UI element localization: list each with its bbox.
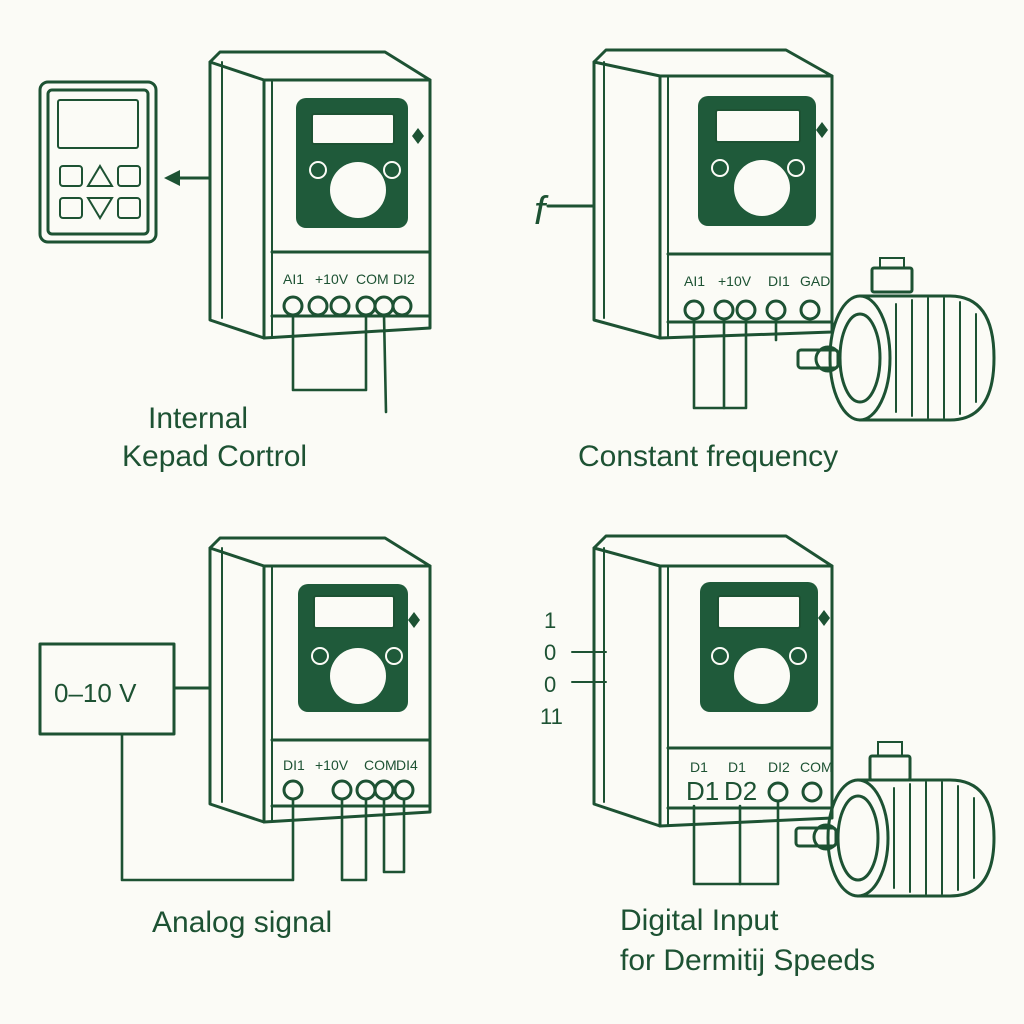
panel-digital-input: 1 0 0 11 D1 D1 DI2 COM D1 D2: [540, 534, 996, 977]
keypad-key-icon: [117, 165, 141, 187]
binary-value: 0: [544, 672, 556, 697]
terminal-label: DI4: [396, 757, 418, 773]
vfd-drive: [592, 534, 834, 828]
keypad-key-icon: [117, 197, 141, 219]
binary-value: 0: [544, 640, 556, 665]
terminal-label: DI1: [283, 757, 305, 773]
vfd-drive: [208, 536, 432, 824]
frequency-symbol: f: [534, 189, 549, 233]
arrow-left-icon: [164, 170, 180, 186]
terminal-label: D1: [728, 759, 746, 775]
caption-line-1: Digital Input: [620, 904, 779, 937]
terminal-block: [282, 779, 415, 801]
terminal-label: D1: [690, 759, 708, 775]
terminal-label: DI2: [768, 759, 790, 775]
terminal-block: [282, 295, 413, 317]
binary-value: 11: [540, 704, 563, 729]
terminal-label: D1: [686, 776, 719, 806]
terminal-block: [683, 299, 821, 321]
terminal-label: DI1: [768, 273, 790, 289]
panel-constant-frequency: f AI1 +10V DI1 GAD: [534, 48, 996, 473]
terminal-label: GAD: [800, 273, 830, 289]
terminal-block: [767, 781, 823, 803]
wire: [340, 797, 368, 882]
caption: Analog signal: [152, 906, 332, 939]
input-lines: [571, 651, 607, 683]
terminal-label: COM: [356, 271, 389, 287]
vfd-drive: [208, 50, 432, 340]
terminal-label: COM: [364, 757, 397, 773]
terminal-label: +10V: [718, 273, 752, 289]
vfd-drive: [592, 48, 834, 340]
wire: [738, 799, 780, 886]
terminal-label: +10V: [315, 757, 349, 773]
terminal-label: D2: [724, 776, 757, 806]
caption-line-2: for Dermitij Speeds: [620, 944, 875, 977]
wire: [382, 313, 388, 414]
wire: [382, 797, 406, 874]
wire: [291, 313, 368, 392]
wire: [692, 804, 742, 886]
keypad-key-icon: [59, 197, 83, 219]
terminal-label: DI2: [393, 271, 415, 287]
motor-icon: [794, 741, 996, 898]
panel-internal-keypad: AI1 +10V COM DI2 Internal Kepad Cortrol: [38, 50, 432, 473]
external-keypad: [38, 80, 158, 244]
motor-icon: [796, 257, 996, 422]
wire: [120, 732, 295, 882]
terminal-label: +10V: [315, 271, 349, 287]
terminal-label: COM: [800, 759, 833, 775]
down-arrow-icon: [86, 197, 114, 220]
caption: Constant frequency: [578, 440, 838, 473]
up-arrow-icon: [86, 164, 114, 187]
terminal-label: AI1: [283, 271, 304, 287]
caption-line-1: Internal: [148, 402, 248, 435]
panel-analog-signal: 0–10 V DI1 +10V COM DI4: [38, 536, 432, 939]
keypad-key-icon: [59, 165, 83, 187]
caption-line-2: Kepad Cortrol: [122, 440, 307, 473]
terminal-label: AI1: [684, 273, 705, 289]
wire: [692, 317, 748, 410]
binary-value: 1: [544, 608, 556, 633]
voltage-source-label: 0–10 V: [54, 678, 137, 708]
